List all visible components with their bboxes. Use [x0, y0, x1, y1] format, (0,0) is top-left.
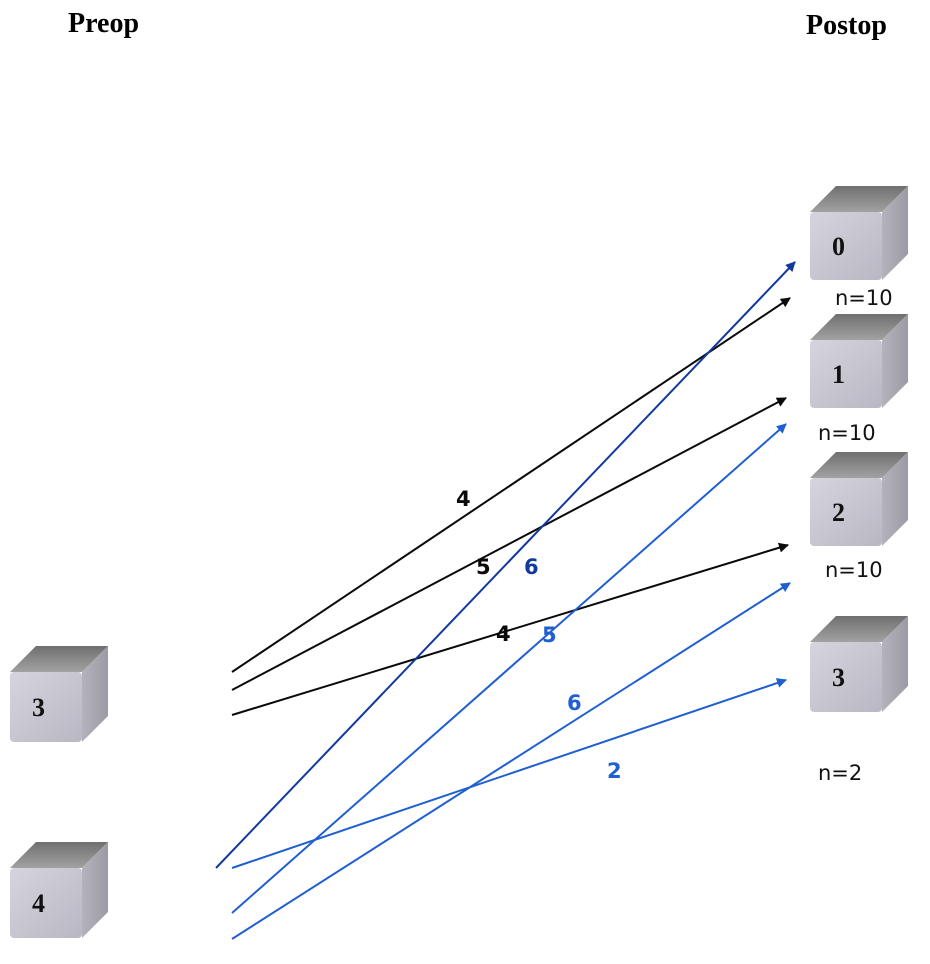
cube-side-face	[882, 616, 908, 712]
postop-count-2: n=10	[825, 558, 883, 582]
postop-count-1: n=10	[818, 421, 876, 445]
flow-arrow-3-0	[231, 297, 791, 673]
flow-arrow-3-1	[231, 397, 787, 691]
postop-box-3-label: 3	[832, 663, 845, 692]
cube-front-face	[10, 868, 82, 938]
flow-count-4-2: 6	[567, 691, 582, 715]
flow-count-3-1: 5	[476, 555, 491, 579]
flow-arrow-4-2	[231, 582, 791, 940]
postop-box-1-label: 1	[832, 360, 845, 389]
postop-title: Postop	[806, 10, 887, 41]
cube-top-face	[810, 452, 908, 478]
preop-box-3-label: 3	[32, 693, 45, 722]
cube-top-face	[10, 842, 108, 868]
cube-side-face	[882, 186, 908, 280]
flow-arrow-4-0	[215, 261, 796, 869]
postop-box-1: 1	[810, 314, 908, 408]
flow-count-3-2: 4	[496, 622, 511, 646]
cube-front-face	[10, 672, 82, 742]
cube-front-face	[810, 212, 882, 280]
cube-front-face	[810, 642, 882, 712]
flow-count-4-1: 5	[542, 623, 557, 647]
cube-top-face	[810, 186, 908, 212]
postop-box-2: 2	[810, 452, 908, 546]
cube-side-face	[882, 314, 908, 408]
postop-count-0: n=10	[835, 286, 893, 310]
postop-box-3: 3	[810, 616, 908, 712]
cube-front-face	[810, 478, 882, 546]
cube-side-face	[882, 452, 908, 546]
cube-front-face	[810, 340, 882, 408]
postop-box-0: 0	[810, 186, 908, 280]
preop-box-3: 3	[10, 646, 108, 742]
preop-title: Preop	[68, 8, 140, 39]
flow-count-4-0: 6	[524, 555, 539, 579]
postop-box-0-label: 0	[832, 232, 845, 261]
cube-side-face	[82, 646, 108, 742]
flow-count-3-0: 4	[456, 487, 471, 511]
flow-arrow-3-2	[231, 542, 789, 716]
preop-box-4-label: 4	[32, 889, 45, 918]
preop-box-4: 4	[10, 842, 108, 938]
cube-top-face	[810, 314, 908, 340]
flow-arrow-4-3	[231, 678, 787, 869]
postop-count-3: n=2	[818, 761, 862, 785]
cube-top-face	[10, 646, 108, 672]
flow-count-4-3: 2	[607, 759, 622, 783]
cube-side-face	[82, 842, 108, 938]
cube-top-face	[810, 616, 908, 642]
postop-box-2-label: 2	[832, 498, 845, 527]
flow-arrow-4-1	[231, 423, 787, 914]
